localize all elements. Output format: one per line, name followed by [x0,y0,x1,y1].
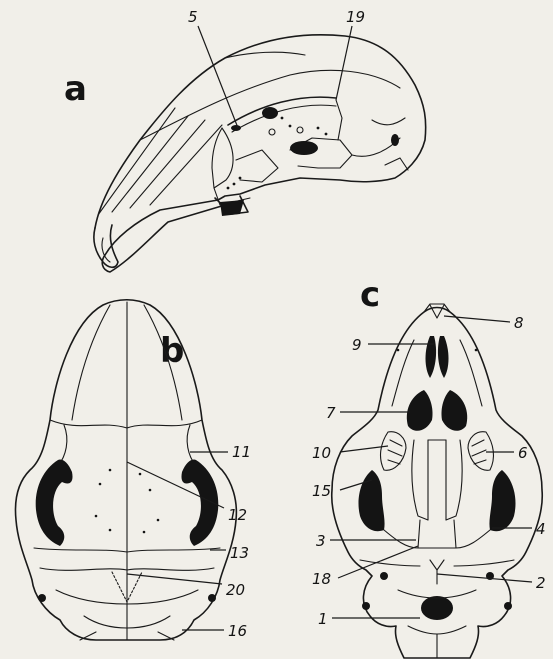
panel-a-letter: a [64,69,87,109]
label-c-1: 1 [318,610,328,628]
label-c-2: 2 [536,574,546,592]
label-c-15: 15 [312,482,331,500]
label-c-3: 3 [316,532,326,550]
panel-c-ventral-skull: c [312,275,546,658]
label-b-11: 11 [232,443,251,461]
label-b-13: 13 [230,544,249,562]
label-b-12: 12 [228,506,247,524]
panel-b-letter: b [160,331,184,371]
label-c-18: 18 [312,570,331,588]
label-b-16: 16 [228,622,247,640]
label-b-20: 20 [226,581,245,599]
label-c-7: 7 [326,404,336,422]
label-c-9: 9 [352,336,362,354]
label-a-19: 19 [346,8,365,26]
panel-b-dorsal-skull: b [16,300,252,640]
label-c-4: 4 [536,520,546,538]
label-c-6: 6 [518,444,528,462]
label-a-5: 5 [188,8,198,26]
label-c-8: 8 [514,314,524,332]
panel-a-lateral-skull: a [64,8,426,272]
label-c-10: 10 [312,444,331,462]
panel-c-letter: c [360,275,380,315]
